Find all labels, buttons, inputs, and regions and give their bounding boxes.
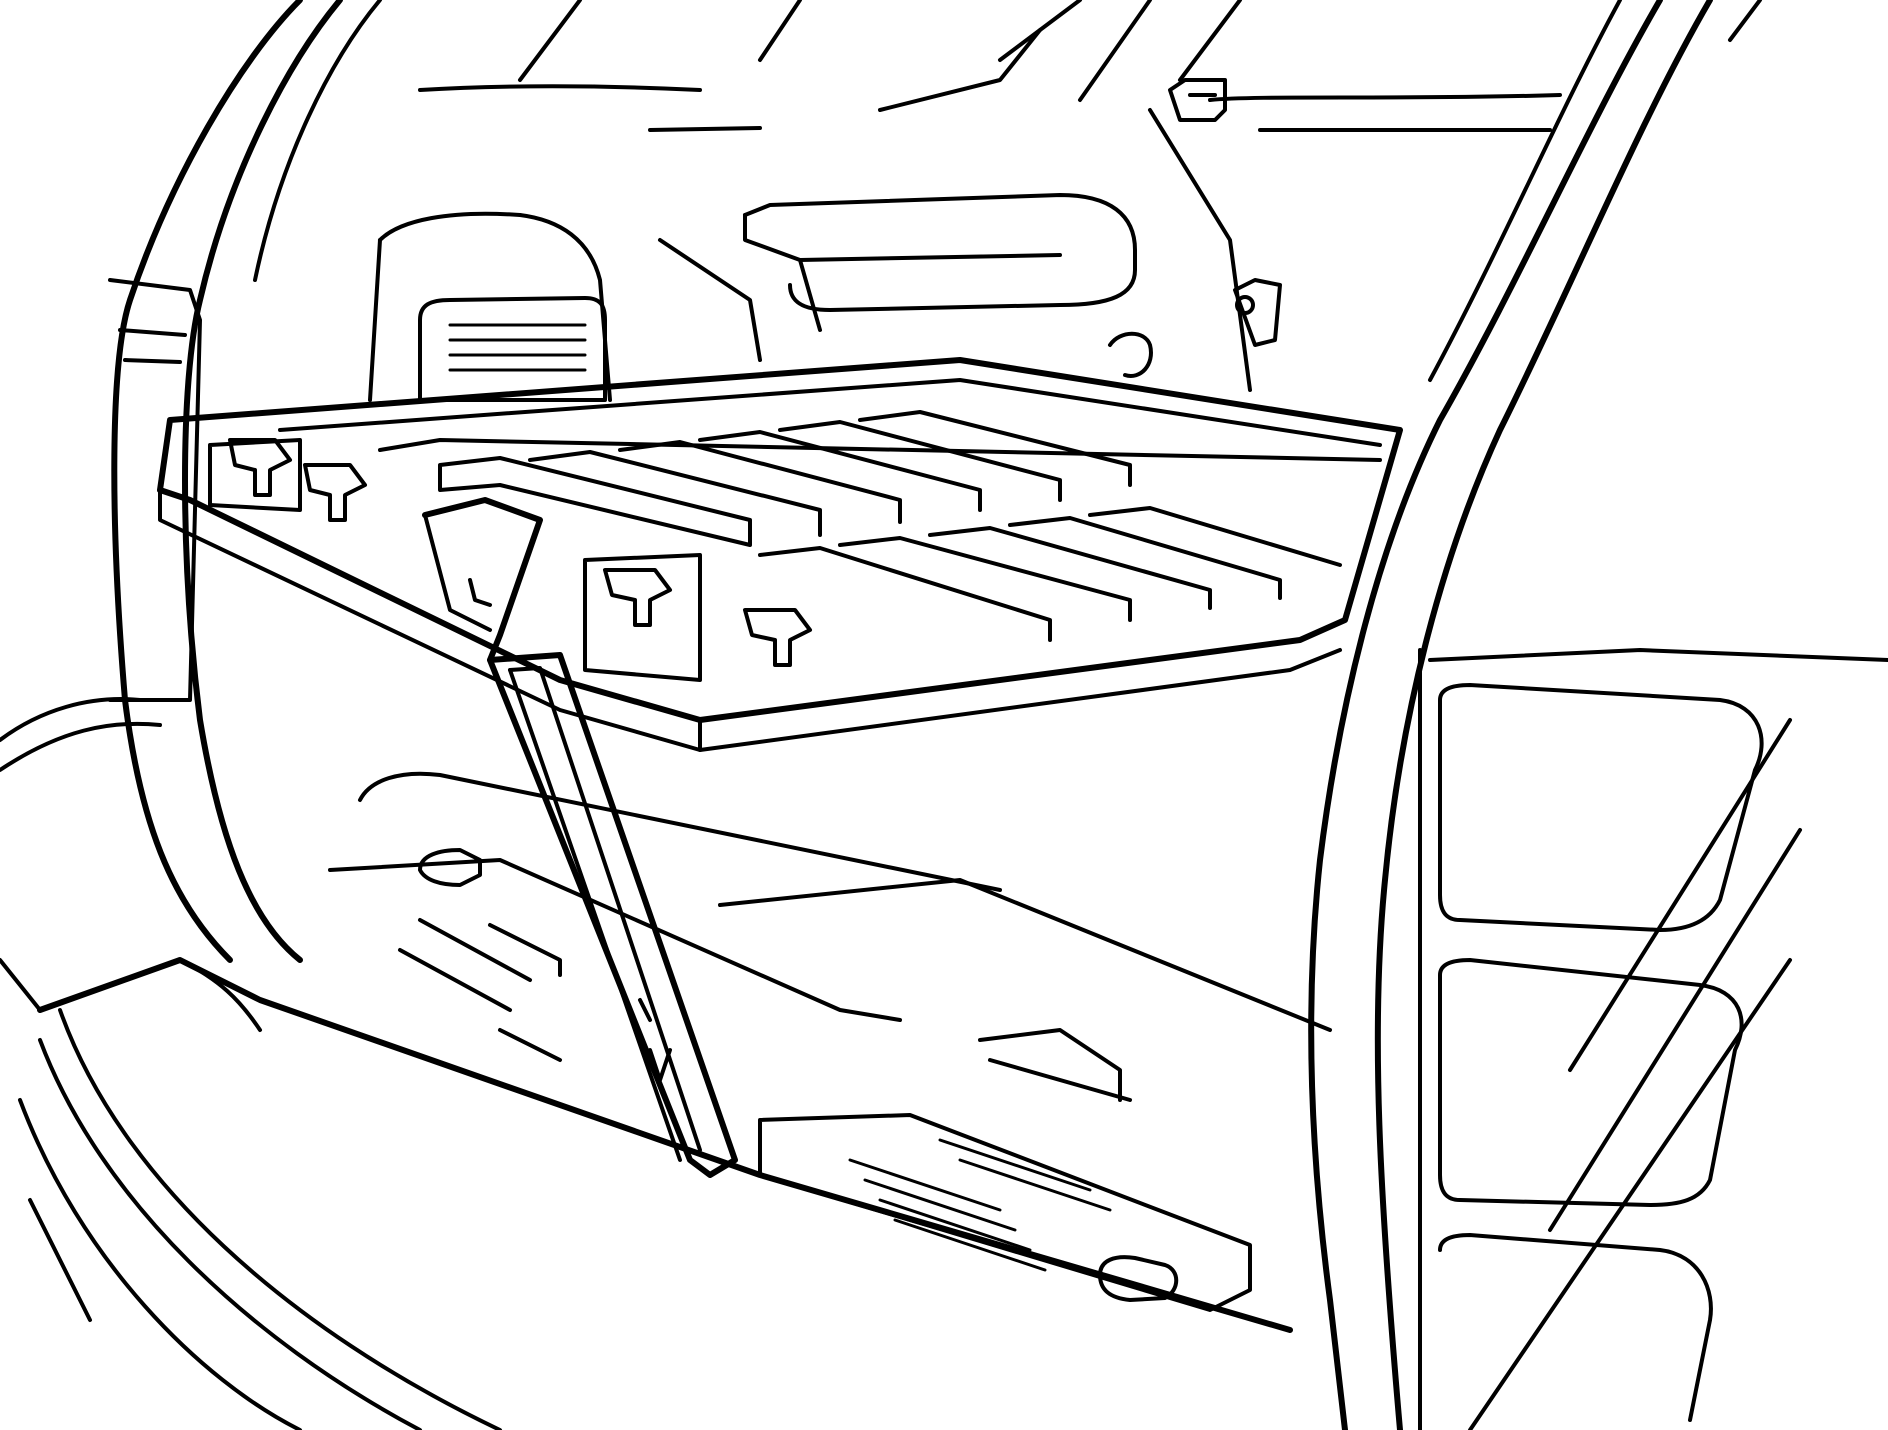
left-body-panel — [0, 278, 202, 772]
shelf-hooks — [208, 438, 812, 682]
support-strut — [422, 497, 738, 1178]
cargo-floor — [328, 771, 1332, 1102]
vent-grille — [418, 296, 607, 402]
hatch-opening-frame — [111, 0, 1762, 1430]
tie-down-hook-upper — [1168, 78, 1282, 347]
taillight-panel — [1418, 648, 1888, 1430]
seat-back-block — [658, 193, 1153, 378]
cargo-shelf — [157, 357, 1403, 752]
shelf-slats — [438, 410, 1342, 642]
floor-panel-slots — [758, 1113, 1252, 1312]
rear-sill — [0, 957, 1293, 1430]
interior-back-wall — [368, 0, 1562, 402]
